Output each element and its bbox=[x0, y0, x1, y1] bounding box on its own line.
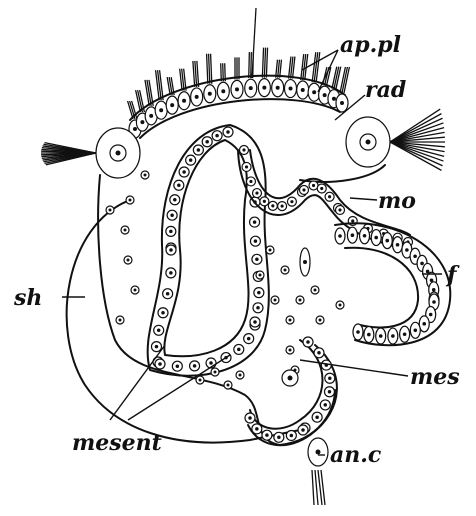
label-sh: sh bbox=[13, 285, 42, 311]
label-mo: mo bbox=[378, 188, 416, 214]
label-rad: rad bbox=[365, 77, 406, 103]
left-cilia-tuft bbox=[41, 143, 96, 165]
left-eye bbox=[96, 128, 140, 178]
body-wall bbox=[98, 175, 335, 445]
label-mes: mes bbox=[410, 364, 460, 390]
label-an-c: an.c bbox=[330, 442, 382, 468]
intestine bbox=[335, 223, 450, 345]
label-f: f bbox=[445, 262, 460, 288]
right-eye bbox=[346, 117, 390, 167]
anal-cilia bbox=[308, 438, 328, 505]
right-cilia-tuft bbox=[390, 109, 445, 170]
label-ap-pl: ap.pl bbox=[340, 32, 401, 58]
stomach bbox=[148, 125, 269, 376]
label-mesent: mesent bbox=[72, 430, 162, 456]
